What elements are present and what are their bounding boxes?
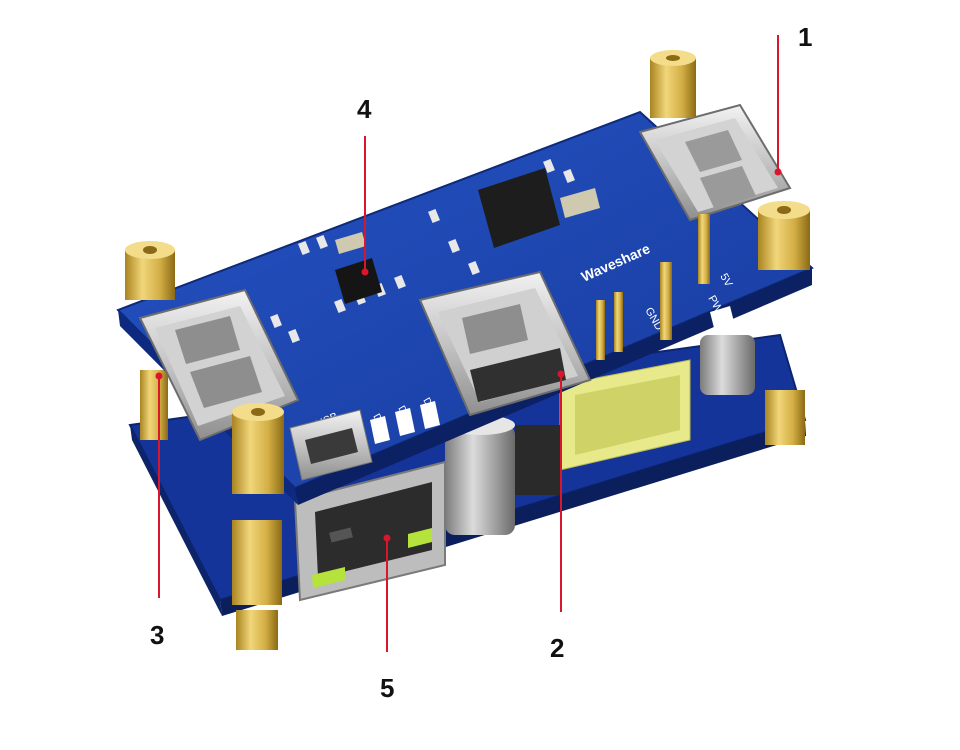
usb-a-port-right [638,103,792,222]
callout-dot-5 [383,534,391,542]
ethernet-jack [293,460,446,602]
micro-usb-port [289,409,373,481]
callout-dot-2 [557,370,565,378]
pogo-pins [596,214,710,360]
callout-label-3: 3 [150,620,165,650]
callout-dot-4 [361,268,369,276]
callout-label-5: 5 [380,673,395,703]
between-board-components [445,335,755,535]
callout-dot-1 [774,168,782,176]
usb-a-port-left [138,288,300,442]
upper-standoffs [125,50,810,494]
callout-dot-3 [155,372,163,380]
lower-standoffs [140,370,805,650]
callout-label-2: 2 [550,633,565,663]
callout-lines [155,35,782,652]
callout-label-4: 4 [357,94,372,124]
callout-label-1: 1 [798,22,813,52]
usb-a-port-center [418,270,592,417]
